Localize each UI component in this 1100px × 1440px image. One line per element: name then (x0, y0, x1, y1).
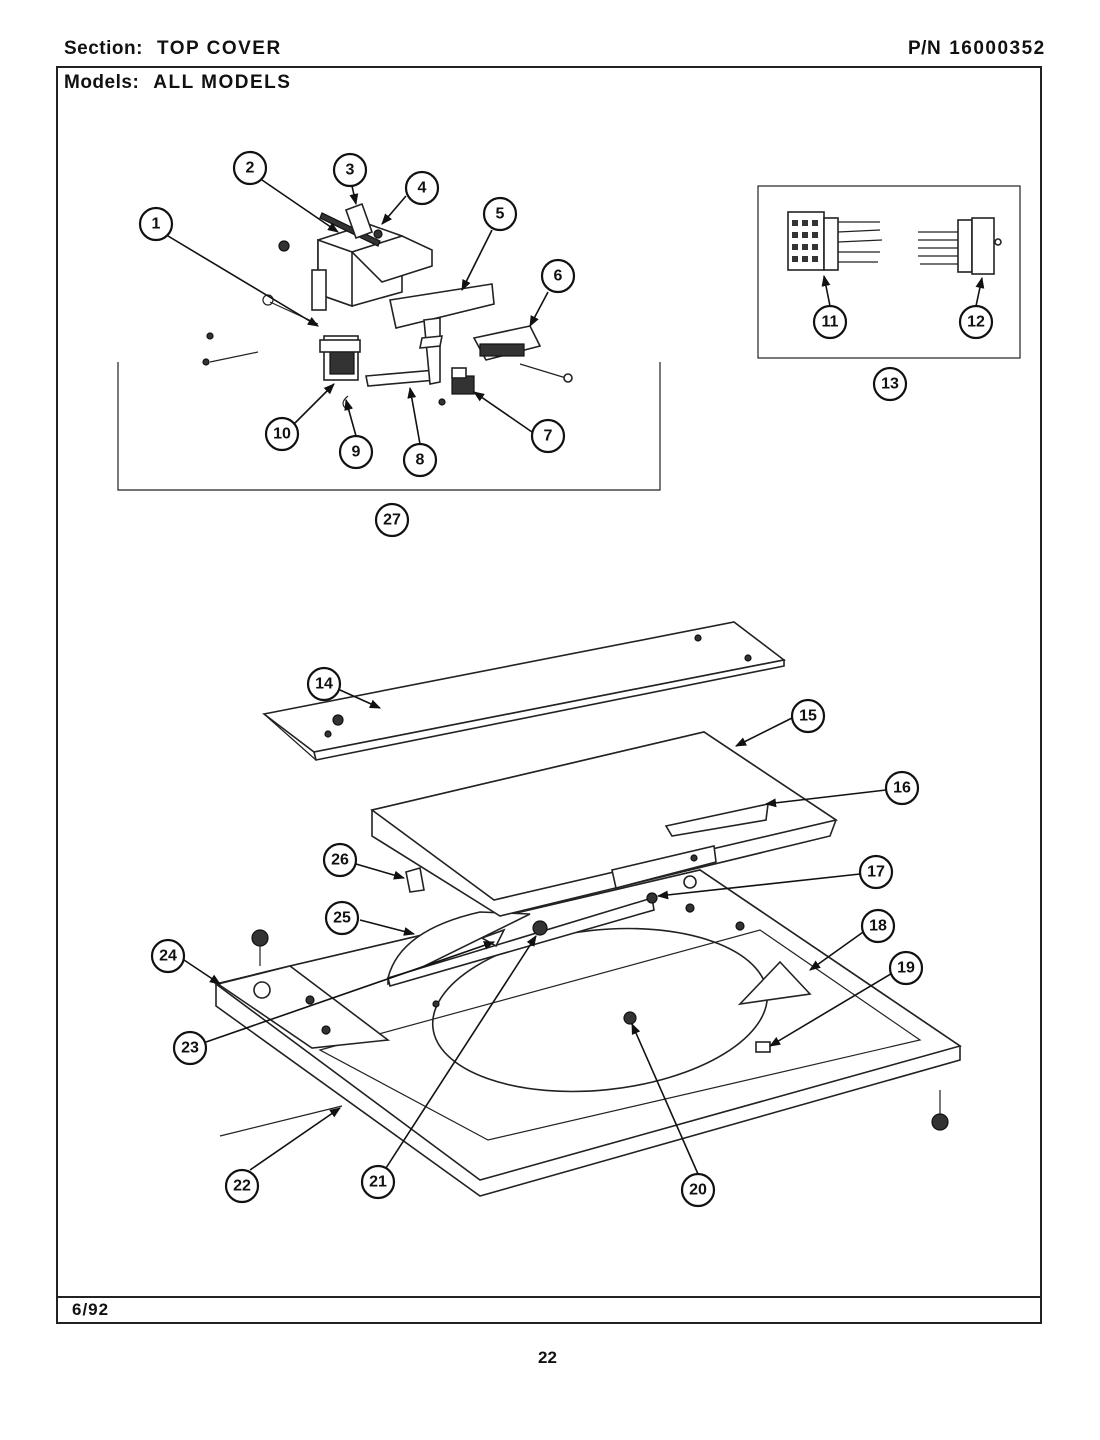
actuator-lever (365, 317, 443, 387)
lid-switch (472, 325, 542, 361)
callout-19: 19 (888, 950, 924, 986)
washer-lid (370, 731, 838, 917)
mounting-screw-left (251, 929, 269, 966)
leader-lines (167, 179, 985, 1175)
hinge-bar (387, 896, 655, 987)
callout-label: 11 (822, 314, 839, 331)
callout-8: 8 (402, 442, 438, 478)
callout-17: 17 (858, 854, 894, 890)
gasket-plate (389, 283, 495, 329)
callout-label: 26 (331, 852, 349, 869)
callout-label: 12 (967, 314, 985, 331)
mounting-screw-right (931, 1090, 949, 1131)
models-heading: Models: ALL MODELS (64, 72, 291, 94)
callout-7: 7 (530, 418, 566, 454)
grommet (623, 1011, 637, 1025)
callout-27: 27 (374, 502, 410, 538)
solenoid (202, 332, 361, 411)
callout-label: 5 (496, 206, 505, 223)
callout-label: 23 (181, 1040, 199, 1057)
callout-5: 5 (482, 196, 518, 232)
callout-label: 9 (352, 444, 361, 461)
callout-label: 24 (159, 948, 177, 965)
models-value: ALL MODELS (153, 72, 292, 93)
callout-13: 13 (872, 366, 908, 402)
hinge-pivot (532, 920, 548, 936)
rear-panel (262, 621, 786, 761)
switch-bracket (278, 202, 433, 311)
callout-label: 6 (554, 268, 563, 285)
callout-label: 1 (152, 216, 161, 233)
callout-10: 10 (264, 416, 300, 452)
callout-label: 20 (689, 1182, 707, 1199)
callout-16: 16 (884, 770, 920, 806)
callout-21: 21 (360, 1164, 396, 1200)
callout-label: 15 (799, 708, 817, 725)
callout-label: 2 (246, 160, 255, 177)
callout-label: 27 (383, 512, 401, 529)
part-number-label: P/N (908, 38, 942, 59)
lid-switch-assembly (117, 202, 661, 491)
lid-clip (405, 866, 425, 893)
page-number: 22 (538, 1348, 557, 1367)
callout-23: 23 (172, 1030, 208, 1066)
lid-handle (737, 960, 812, 1006)
callout-label: 13 (881, 376, 899, 393)
callout-2: 2 (232, 150, 268, 186)
callout-26: 26 (322, 842, 358, 878)
callout-22: 22 (224, 1168, 260, 1204)
callout-label: 4 (418, 180, 427, 197)
part-number: P/N 16000352 (908, 38, 1046, 60)
callout-label: 7 (544, 428, 553, 445)
section-heading: Section: TOP COVER (64, 38, 282, 60)
callout-12: 12 (958, 304, 994, 340)
callout-18: 18 (860, 908, 896, 944)
callout-label: 18 (869, 918, 887, 935)
callout-1: 1 (138, 206, 174, 242)
callout-3: 3 (332, 152, 368, 188)
callout-label: 14 (315, 676, 333, 693)
callout-20: 20 (680, 1172, 716, 1208)
callout-11: 11 (812, 304, 848, 340)
harness-connector-small (918, 217, 1002, 275)
callout-25: 25 (324, 900, 360, 936)
part-number-value: 16000352 (949, 38, 1046, 59)
callout-6: 6 (540, 258, 576, 294)
callout-label: 25 (333, 910, 351, 927)
callout-label: 3 (346, 162, 355, 179)
callout-9: 9 (338, 434, 374, 470)
footer-divider (56, 1296, 1042, 1298)
hinge-rod (219, 1105, 343, 1137)
callout-label: 10 (273, 426, 291, 443)
callout-14: 14 (306, 666, 342, 702)
callout-label: 16 (893, 780, 911, 797)
callout-24: 24 (150, 938, 186, 974)
lid-hinge-strip (611, 845, 717, 889)
terminal-block (438, 367, 475, 406)
callout-label: 17 (867, 864, 885, 881)
section-value: TOP COVER (156, 38, 282, 59)
callout-15: 15 (790, 698, 826, 734)
callout-4: 4 (404, 170, 440, 206)
diagram-frame (56, 66, 1042, 1324)
lid-catch (664, 802, 769, 837)
harness-inset (757, 185, 1021, 359)
top-cover (214, 869, 962, 1197)
callout-label: 21 (369, 1174, 387, 1191)
harness-connector-large (787, 211, 883, 271)
callout-label: 8 (416, 452, 425, 469)
callout-label: 19 (897, 960, 915, 977)
lid-bumper (755, 1041, 771, 1053)
models-label: Models: (64, 72, 140, 93)
revision-date: 6/92 (72, 1300, 110, 1319)
screw (519, 363, 573, 383)
callout-label: 22 (233, 1178, 251, 1195)
section-label: Section: (64, 38, 143, 59)
top-cover-assembly (214, 621, 962, 1197)
